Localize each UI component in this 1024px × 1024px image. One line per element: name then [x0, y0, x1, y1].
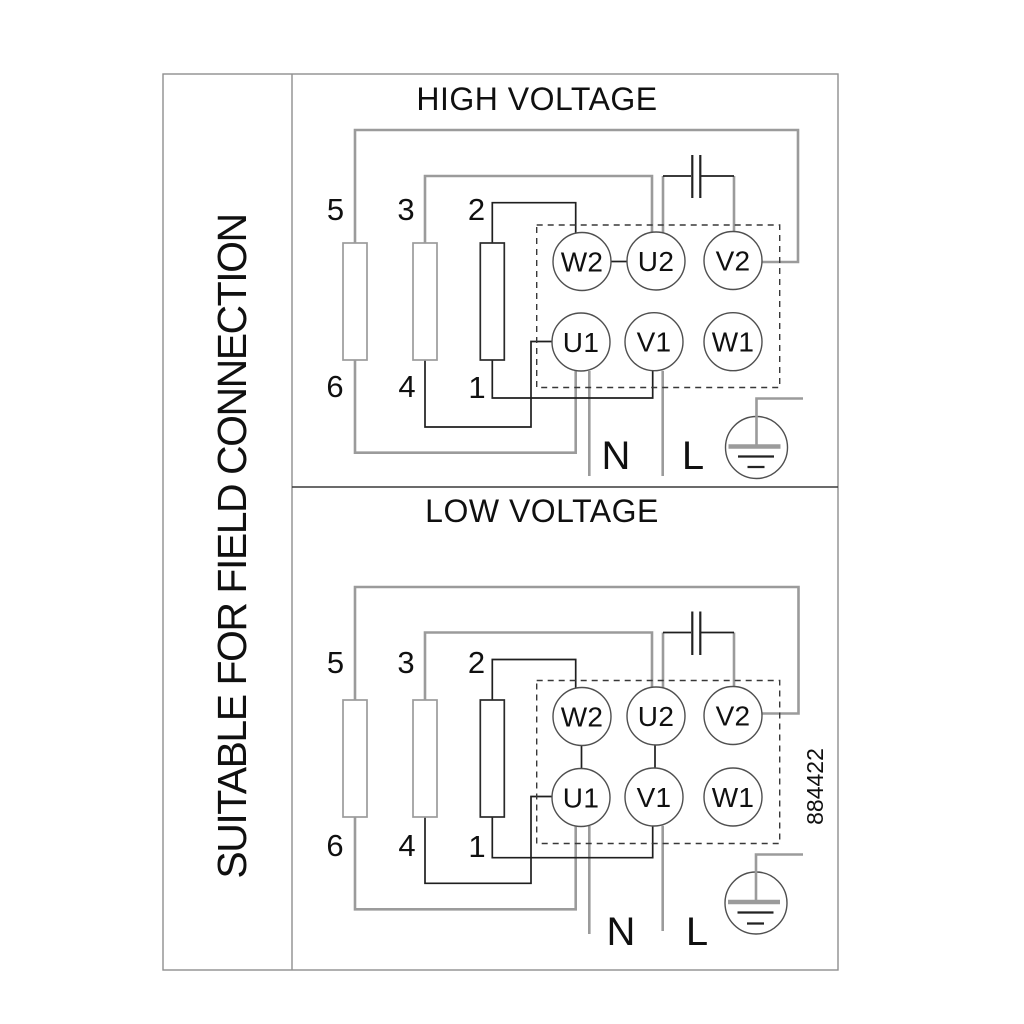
lv-terminal-v2-label: V2	[716, 701, 751, 732]
lv-lead-6: 6	[326, 828, 343, 863]
lv-terminal-v2	[703, 685, 763, 746]
hv-terminal-w2	[552, 231, 612, 292]
outer-border	[162, 73, 839, 971]
hv-line-label: L	[682, 434, 704, 478]
earth-ground-icon	[724, 397, 803, 480]
lv-terminal-u2	[626, 686, 686, 746]
lv-terminal-w1	[703, 767, 763, 827]
hv-terminal-u1	[551, 312, 611, 372]
hv-winding-5-6	[342, 242, 368, 361]
lv-lead-3: 3	[397, 645, 414, 680]
lv-terminal-w2	[552, 686, 612, 747]
lv-lead-5: 5	[327, 645, 344, 680]
lv-terminal-u1	[551, 767, 611, 828]
lv-terminal-v1-label: V1	[637, 782, 672, 813]
hv-ground-stem	[755, 397, 803, 446]
hv-terminal-u2	[626, 231, 686, 291]
hv-wire-lead6-to-u1	[353, 360, 578, 455]
lv-terminal-v1	[624, 767, 684, 827]
lv-terminal-box	[536, 679, 781, 845]
low-voltage-section: LOW VOLTAGE W2	[326, 493, 803, 954]
hv-wire-lead5-to-v2	[353, 128, 800, 264]
lv-terminal-u1-label: U1	[563, 783, 599, 814]
lv-terminal-u2-label: U2	[638, 701, 674, 732]
hv-wire-lead2-to-w2	[491, 201, 577, 243]
hv-terminal-v1	[624, 312, 684, 372]
capacitor-icon	[663, 611, 734, 655]
side-panel: SUITABLE FOR FIELD CONNECTION	[209, 214, 255, 878]
hv-winding-3-4	[412, 242, 438, 361]
hv-wire-lead3-to-u2	[423, 174, 654, 243]
lv-wire-lead6-to-u1	[353, 817, 578, 911]
lv-lead-2: 2	[468, 645, 485, 680]
hv-terminal-u2-label: U2	[638, 246, 674, 277]
lv-wire-lead2-to-w2	[491, 658, 577, 700]
lv-wire-lead1-to-v1	[491, 817, 654, 859]
hv-wire-lead1-to-v1	[491, 360, 654, 399]
capacitor-icon	[663, 155, 734, 198]
lv-wire-lead5-to-v2	[353, 585, 800, 715]
hv-terminal-box	[536, 224, 781, 389]
hv-wire-lead4-to-u1	[424, 340, 552, 428]
lv-wire-lead3-to-u2	[423, 631, 654, 700]
lv-line-label: L	[686, 910, 708, 954]
lv-ground-stem	[754, 853, 803, 902]
lv-winding-5-6	[342, 699, 368, 818]
hv-terminal-v2-label: V2	[716, 246, 751, 277]
lv-terminal-w2-label: W2	[561, 702, 604, 733]
hv-terminal-w1	[703, 312, 763, 372]
high-voltage-section: HIGH VOLTAGE W2 U2	[326, 81, 803, 480]
hv-terminal-w1-label: W1	[712, 327, 755, 358]
lv-winding-2-1	[479, 699, 506, 818]
hv-terminal-v2	[703, 230, 763, 291]
hv-lead-6: 6	[326, 369, 343, 404]
hv-lead-4: 4	[398, 369, 415, 404]
hv-winding-2-1	[479, 242, 506, 361]
hv-lead-3: 3	[397, 192, 414, 227]
document-number: 884422	[802, 748, 828, 825]
section-title: LOW VOLTAGE	[425, 493, 659, 529]
earth-ground-icon	[724, 853, 803, 935]
hv-lead-1: 1	[468, 370, 485, 405]
lv-neutral-label: N	[607, 910, 636, 954]
side-panel-label: SUITABLE FOR FIELD CONNECTION	[209, 214, 255, 878]
hv-lead-2: 2	[468, 192, 485, 227]
lv-winding-3-4	[412, 699, 438, 818]
hv-neutral-label: N	[602, 434, 631, 478]
hv-terminal-w2-label: W2	[561, 247, 604, 278]
lv-terminal-w1-label: W1	[712, 782, 755, 813]
hv-lead-5: 5	[327, 192, 344, 227]
lv-lead-1: 1	[468, 829, 485, 864]
lv-lead-4: 4	[398, 828, 415, 863]
hv-terminal-v1-label: V1	[637, 327, 672, 358]
hv-terminal-u1-label: U1	[563, 327, 599, 358]
section-title: HIGH VOLTAGE	[416, 81, 657, 117]
lv-wire-lead4-to-u1	[424, 795, 552, 885]
